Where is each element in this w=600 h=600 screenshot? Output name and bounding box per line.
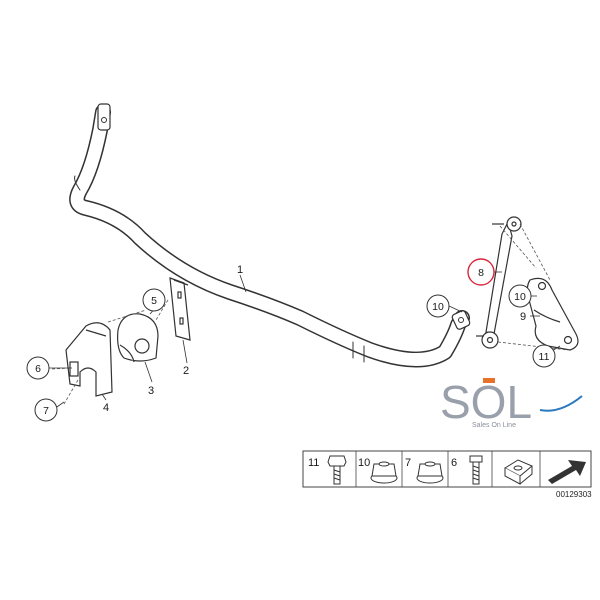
catalog-number: 00129303: [556, 490, 592, 499]
bracket-plate: [169, 277, 191, 341]
link-bracket: [526, 277, 579, 351]
label-part-2: 2: [183, 365, 189, 377]
rubber-mounting: [117, 313, 159, 363]
stabilizer-bracket: [65, 322, 113, 397]
callout-part-10-right: 10: [508, 284, 532, 308]
label-part-9: 9: [520, 311, 526, 323]
label-part-11: 11: [539, 351, 550, 363]
screw-icon: [469, 455, 483, 485]
logo-letters: SOL: [440, 376, 532, 428]
callout-part-7: 7: [34, 398, 58, 422]
label-part-3: 3: [148, 385, 154, 397]
label-part-5: 5: [151, 295, 157, 307]
stabilizer-link: [476, 216, 522, 349]
label-part-7: 7: [43, 405, 49, 417]
square-nut-icon: [503, 459, 533, 485]
label-part-8: 8: [478, 267, 484, 279]
logo-tagline: Sales On Line: [472, 422, 516, 429]
sol-logo: SOL Sales On Line: [440, 376, 583, 429]
arrow-icon: [548, 460, 586, 484]
label-part-6: 6: [35, 363, 41, 375]
label-part-1: 1: [237, 264, 243, 276]
flange-nut-icon: [416, 461, 444, 484]
callout-part-8-highlighted: 8: [467, 258, 495, 286]
flange-nut-icon: [370, 461, 398, 484]
legend-num-6: 6: [451, 457, 457, 469]
callout-part-6: 6: [26, 356, 50, 380]
stabilizer-bar: [69, 103, 471, 368]
legend-num-7: 7: [405, 457, 411, 469]
legend-num-10: 10: [358, 457, 370, 469]
label-part-10: 10: [432, 301, 444, 313]
label-part-10b: 10: [514, 291, 526, 303]
legend-num-11: 11: [308, 457, 319, 469]
callout-part-5: 5: [142, 288, 166, 312]
callout-part-11: 11: [532, 344, 556, 368]
hex-bolt-icon: [327, 455, 347, 485]
logo-swoosh: [539, 395, 583, 412]
hardware-legend: 11 10 7 6: [302, 450, 592, 488]
logo-accent: [483, 378, 495, 383]
callout-part-10-left: 10: [426, 294, 450, 318]
label-part-4: 4: [103, 402, 109, 414]
